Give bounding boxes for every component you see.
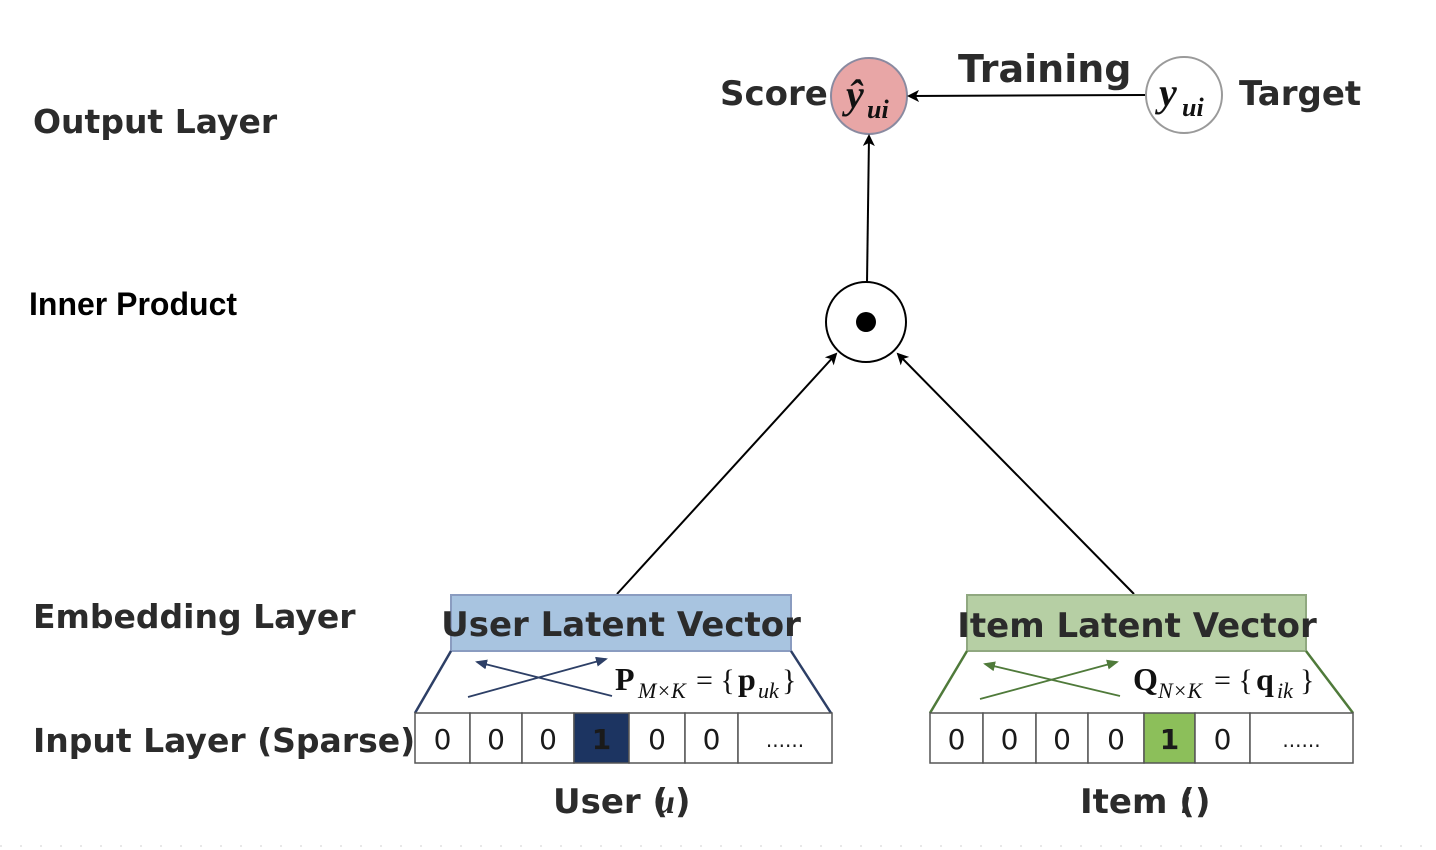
item-input-cell-4 [1143,712,1196,764]
item-latent-vector-box [966,594,1307,652]
user-input-cell-4 [628,712,686,764]
user-matrix-close: } [782,664,796,697]
item-caption-close: ) [1195,782,1211,822]
item-input-cell-3 [1087,712,1145,764]
target-node [1145,56,1223,134]
item-input-cell-value-5: 0 [1214,723,1232,756]
user-cross-arrow-left [475,659,613,697]
user-caption-var: u [656,784,675,821]
user-input-cell-3 [573,712,630,764]
dot-operator-icon [856,312,876,332]
target-symbol: y [1155,70,1177,115]
item-input-cell-1 [982,712,1037,764]
user-input-cell-1 [469,712,523,764]
inner-to-score-arrow [862,134,875,284]
prediction-symbol: ŷ [842,72,864,117]
user-input-cell-value-6: ...... [766,728,804,752]
user-cross-arrow-right [467,656,608,698]
item-latent-vector-label: Item Latent Vector [957,606,1317,646]
user-latent-vector-box [450,594,792,652]
user-latent-vector-label: User Latent Vector [441,605,801,645]
item-input-cell-value-6: ...... [1282,728,1320,752]
prediction-subscript: ui [867,95,889,124]
inner-product-label: Inner Product [29,286,237,322]
user-input-cell-value-2: 0 [539,723,557,756]
item-input-cell-0 [929,712,984,764]
item-caption-word: Item ( [1080,782,1195,822]
user-input-cell-value-3: 1 [592,723,611,756]
embedding-layer-label: Embedding Layer [33,597,356,636]
item-cross-arrow-right [979,659,1119,700]
item-matrix-elem-sub: ik [1277,678,1294,703]
user-input-cell-2 [521,712,575,764]
item-input-cell-value-1: 0 [1001,723,1019,756]
score-node [830,57,908,135]
target-label: Target [1239,74,1361,114]
item-matrix-rhs: = { [1214,664,1253,697]
item-matrix-dims: N×K [1157,678,1204,703]
item-input-cell-value-2: 0 [1053,723,1071,756]
user-trapezoid-right [789,650,833,714]
user-caption-word: User ( [553,782,668,822]
user-input-cell-value-1: 0 [487,723,505,756]
user-matrix-dims: M×K [637,678,687,703]
item-matrix-symbol: Q [1133,661,1158,697]
target-subscript: ui [1182,93,1204,122]
item-trapezoid-left [928,650,969,714]
user-input-cell-value-5: 0 [703,723,721,756]
user-matrix-elem: p [738,661,756,697]
user-input-cell-value-0: 0 [434,723,452,756]
user-input-cell-0 [414,712,471,764]
user-to-inner-arrow [616,352,838,595]
user-input-cell-6 [737,712,833,764]
training-arrow [907,89,1148,102]
user-trapezoid-left [413,650,453,714]
item-trapezoid-right [1305,650,1354,714]
item-input-cell-value-0: 0 [948,723,966,756]
training-label: Training [958,47,1132,91]
score-label: Score [720,74,828,114]
item-matrix-elem: q [1256,661,1274,697]
input-layer-label: Input Layer (Sparse) [33,721,415,760]
user-input-cell-5 [684,712,739,764]
item-input-cell-5 [1194,712,1251,764]
user-matrix-elem-sub: uk [758,678,780,703]
user-matrix-rhs: = { [696,664,735,697]
item-one-hot-vector: 0 0 0 0 1 0...... [929,712,1354,764]
item-matrix-close: } [1300,664,1314,697]
user-caption-close: ) [675,782,691,822]
item-to-inner-arrow [896,352,1135,595]
user-input-cell-value-4: 0 [648,723,666,756]
user-matrix-symbol: P [615,661,635,697]
item-input-cell-value-4: 1 [1160,723,1179,756]
item-input-cell-6 [1249,712,1354,764]
output-layer-label: Output Layer [33,102,278,141]
user-one-hot-vector: 0 0 0 1 0 0...... [414,712,833,764]
item-input-cell-value-3: 0 [1107,723,1125,756]
item-caption-var: i [1181,784,1191,821]
